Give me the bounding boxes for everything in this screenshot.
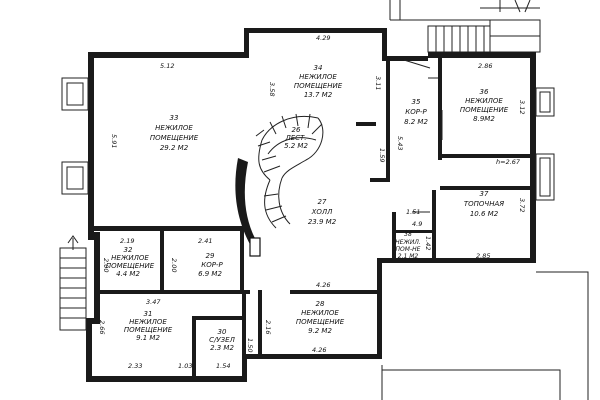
room-label-30: 30 С/УЗЕЛ 2.3 М2 <box>209 328 235 352</box>
svg-text:2.19: 2.19 <box>120 237 134 245</box>
svg-text:4.29: 4.29 <box>316 34 330 42</box>
svg-text:1.59: 1.59 <box>378 148 386 162</box>
svg-text:10.6 М2: 10.6 М2 <box>470 210 499 218</box>
room-label-31: 31 НЕЖИЛОЕ ПОМЕЩЕНИЕ 9.1 М2 <box>124 310 173 342</box>
room-label-36: 36 НЕЖИЛОЕ ПОМЕЩЕНИЕ 8.9М2 <box>460 88 509 123</box>
svg-text:13.7 М2: 13.7 М2 <box>304 91 333 99</box>
svg-text:37: 37 <box>480 190 489 198</box>
top-right-stair-hatch <box>389 0 540 21</box>
svg-text:3.47: 3.47 <box>146 298 161 306</box>
svg-text:ПОМ-НЕ: ПОМ-НЕ <box>396 246 421 253</box>
svg-text:8.9М2: 8.9М2 <box>473 115 495 123</box>
svg-text:1.50: 1.50 <box>246 338 254 352</box>
svg-text:1.51: 1.51 <box>406 208 420 216</box>
svg-text:30: 30 <box>218 328 227 336</box>
svg-text:9.1 М2: 9.1 М2 <box>136 334 160 342</box>
left-stair <box>59 235 87 331</box>
svg-text:2.3 М2: 2.3 М2 <box>210 344 234 352</box>
room-label-28: 28 НЕЖИЛОЕ ПОМЕЩЕНИЕ 9.2 М2 <box>296 300 345 335</box>
svg-text:34: 34 <box>314 64 323 72</box>
svg-text:2.16: 2.16 <box>264 320 272 334</box>
room-label-38: 38 НЕЖИЛ. ПОМ-НЕ 2.1 М2 <box>395 231 421 260</box>
svg-text:ПОМЕЩЕНИЕ: ПОМЕЩЕНИЕ <box>296 318 345 326</box>
svg-text:35: 35 <box>412 98 421 106</box>
svg-text:НЕЖИЛОЕ: НЕЖИЛОЕ <box>111 254 149 262</box>
svg-text:8.2 М2: 8.2 М2 <box>404 118 428 126</box>
room-label-35: 35 КОР-Р 8.2 М2 <box>404 98 428 126</box>
svg-text:5.2 М2: 5.2 М2 <box>284 142 308 150</box>
svg-text:27: 27 <box>318 198 327 206</box>
svg-text:4.4 М2: 4.4 М2 <box>116 270 140 278</box>
svg-text:38: 38 <box>404 231 412 238</box>
svg-text:НЕЖИЛОЕ: НЕЖИЛОЕ <box>299 73 337 81</box>
room-label-26: 26 ЛЕСТ. 5.2 М2 <box>284 126 308 150</box>
svg-text:4.26: 4.26 <box>312 346 326 354</box>
room-label-27: 27 ХОЛЛ 23.9 М2 <box>308 198 337 226</box>
svg-text:3.12: 3.12 <box>518 100 526 114</box>
svg-text:2.41: 2.41 <box>198 237 212 245</box>
interior-walls <box>94 58 530 378</box>
outer-walls <box>86 28 536 382</box>
svg-text:1.03: 1.03 <box>178 362 192 370</box>
room-label-32: 32 НЕЖИЛОЕ ПОМЕЩЕНИЕ 4.4 М2 <box>106 246 155 278</box>
room-label-37: 37 ТОПОЧНАЯ 10.6 М2 <box>464 190 504 218</box>
svg-text:2.00: 2.00 <box>170 258 178 272</box>
svg-text:3.58: 3.58 <box>268 82 276 96</box>
svg-text:9.2 М2: 9.2 М2 <box>308 327 332 335</box>
svg-text:29: 29 <box>206 252 215 260</box>
dimension-labels: 4.29 5.12 3.58 3.11 2.86 3.12 5.91 5.43 … <box>98 34 526 370</box>
svg-text:НЕЖИЛ.: НЕЖИЛ. <box>395 239 421 246</box>
svg-text:5.91: 5.91 <box>110 134 118 148</box>
svg-text:1.54: 1.54 <box>216 362 230 370</box>
svg-text:ТОПОЧНАЯ: ТОПОЧНАЯ <box>464 200 504 208</box>
window-bays-right <box>535 87 555 201</box>
svg-text:2.33: 2.33 <box>128 362 142 370</box>
svg-text:3.72: 3.72 <box>518 198 526 212</box>
door-marks <box>403 59 443 213</box>
svg-text:1.42: 1.42 <box>424 236 432 250</box>
svg-text:2.00: 2.00 <box>102 258 110 272</box>
svg-text:29.2 М2: 29.2 М2 <box>160 144 189 152</box>
svg-text:31: 31 <box>144 310 153 318</box>
svg-text:36: 36 <box>480 88 489 96</box>
svg-text:НЕЖИЛОЕ: НЕЖИЛОЕ <box>155 124 193 132</box>
svg-text:2.86: 2.86 <box>478 62 492 70</box>
entrance-steps-top <box>427 19 541 53</box>
svg-text:ЛЕСТ.: ЛЕСТ. <box>284 134 306 142</box>
svg-text:ПОМЕЩЕНИЕ: ПОМЕЩЕНИЕ <box>106 262 155 270</box>
svg-text:КОР-Р: КОР-Р <box>405 108 427 116</box>
svg-text:2.1 М2: 2.1 М2 <box>398 253 419 260</box>
svg-text:32: 32 <box>124 246 133 254</box>
svg-text:ПОМЕЩЕНИЕ: ПОМЕЩЕНИЕ <box>294 82 343 90</box>
room-label-34: 34 НЕЖИЛОЕ ПОМЕЩЕНИЕ 13.7 М2 <box>294 64 343 99</box>
svg-text:ПОМЕЩЕНИЕ: ПОМЕЩЕНИЕ <box>460 106 509 114</box>
svg-text:4.26: 4.26 <box>316 281 330 289</box>
svg-text:33: 33 <box>170 114 179 122</box>
window-bays-left <box>61 77 89 195</box>
svg-text:НЕЖИЛОЕ: НЕЖИЛОЕ <box>465 97 503 105</box>
svg-text:ПОМЕЩЕНИЕ: ПОМЕЩЕНИЕ <box>150 134 199 142</box>
svg-text:26: 26 <box>292 126 301 134</box>
svg-text:6.9 М2: 6.9 М2 <box>198 270 222 278</box>
svg-text:ХОЛЛ: ХОЛЛ <box>311 208 334 216</box>
svg-text:3.11: 3.11 <box>374 76 382 90</box>
svg-text:2.66: 2.66 <box>98 320 106 334</box>
svg-text:5.12: 5.12 <box>160 62 174 70</box>
svg-text:НЕЖИЛОЕ: НЕЖИЛОЕ <box>301 309 339 317</box>
spiral-staircase <box>235 113 324 257</box>
svg-text:23.9 М2: 23.9 М2 <box>308 218 337 226</box>
svg-text:С/УЗЕЛ: С/УЗЕЛ <box>209 336 235 344</box>
svg-text:НЕЖИЛОЕ: НЕЖИЛОЕ <box>129 318 167 326</box>
svg-text:ПОМЕЩЕНИЕ: ПОМЕЩЕНИЕ <box>124 326 173 334</box>
right-annex <box>381 271 589 400</box>
room-label-29: 29 КОР-Р 6.9 М2 <box>198 252 223 278</box>
svg-text:h=2.67: h=2.67 <box>496 158 521 166</box>
room-label-33: 33 НЕЖИЛОЕ ПОМЕЩЕНИЕ 29.2 М2 <box>150 114 199 152</box>
svg-text:2.85: 2.85 <box>476 252 490 260</box>
svg-text:4.9: 4.9 <box>412 220 422 228</box>
svg-text:5.43: 5.43 <box>396 136 404 150</box>
svg-text:28: 28 <box>316 300 325 308</box>
svg-text:КОР-Р: КОР-Р <box>201 261 223 269</box>
